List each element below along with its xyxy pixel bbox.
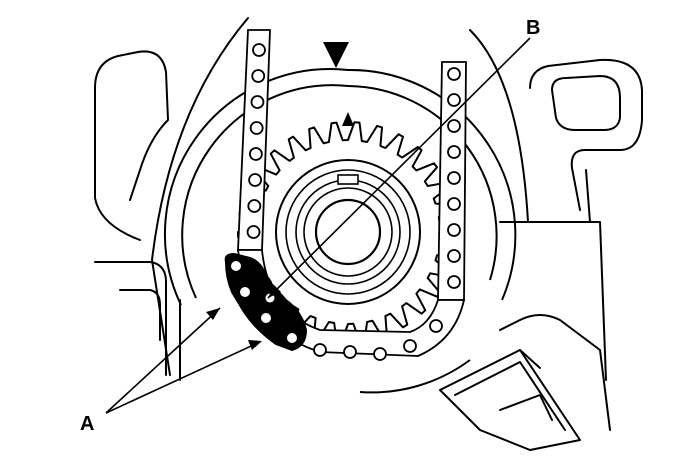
chain-roller — [343, 345, 357, 359]
chain-roller — [373, 347, 387, 361]
marked-link-pin — [231, 261, 241, 271]
chain-roller — [251, 69, 266, 83]
chain-roller — [429, 319, 443, 333]
chain-roller — [447, 197, 461, 211]
chain-roller — [447, 119, 461, 133]
callout-label-a: A — [80, 413, 94, 435]
chain-roller — [249, 121, 264, 135]
engine-housing-outline — [94, 17, 643, 451]
arrowhead-b — [268, 285, 281, 298]
chain-roller — [447, 223, 461, 237]
cam-sprocket — [237, 112, 459, 343]
chain-roller — [246, 225, 261, 239]
leader-lines — [105, 37, 531, 414]
chain-roller — [447, 145, 461, 159]
chain-roller — [447, 275, 461, 289]
arrowhead-a-1 — [206, 308, 220, 320]
chain-roller — [313, 343, 327, 357]
sprocket-hub-ring-4 — [303, 187, 393, 277]
callout-label-b: B — [526, 17, 540, 39]
outer-guide-rings — [163, 68, 517, 394]
chain-roller — [447, 67, 461, 81]
marked-link-pin — [287, 333, 297, 343]
keyway-slot — [337, 174, 359, 185]
chain-roller — [447, 249, 461, 263]
marked-link-pin — [261, 313, 271, 323]
chain-roller — [248, 173, 263, 187]
sprocket-hub-ring-2 — [285, 169, 411, 295]
leader-line-a-2 — [105, 341, 261, 414]
chain-roller — [250, 95, 265, 109]
arrowhead-a-2 — [248, 340, 262, 350]
chain-roller — [403, 339, 417, 353]
chain-roller — [248, 147, 263, 161]
sprocket-bore — [314, 198, 382, 266]
chain-roller — [247, 199, 262, 213]
chain-roller — [447, 171, 461, 185]
leader-line-a-1 — [105, 307, 221, 414]
leader-line-b — [267, 37, 531, 299]
top-reference-arrow — [323, 42, 349, 68]
marked-link-plate — [224, 252, 308, 352]
sprocket-index-mark — [342, 112, 354, 126]
chain-roller — [447, 93, 461, 107]
chain-roller — [252, 43, 266, 57]
marked-link-pin — [240, 287, 250, 297]
leader-arrowheads — [206, 285, 281, 350]
chain-rollers — [246, 43, 461, 361]
